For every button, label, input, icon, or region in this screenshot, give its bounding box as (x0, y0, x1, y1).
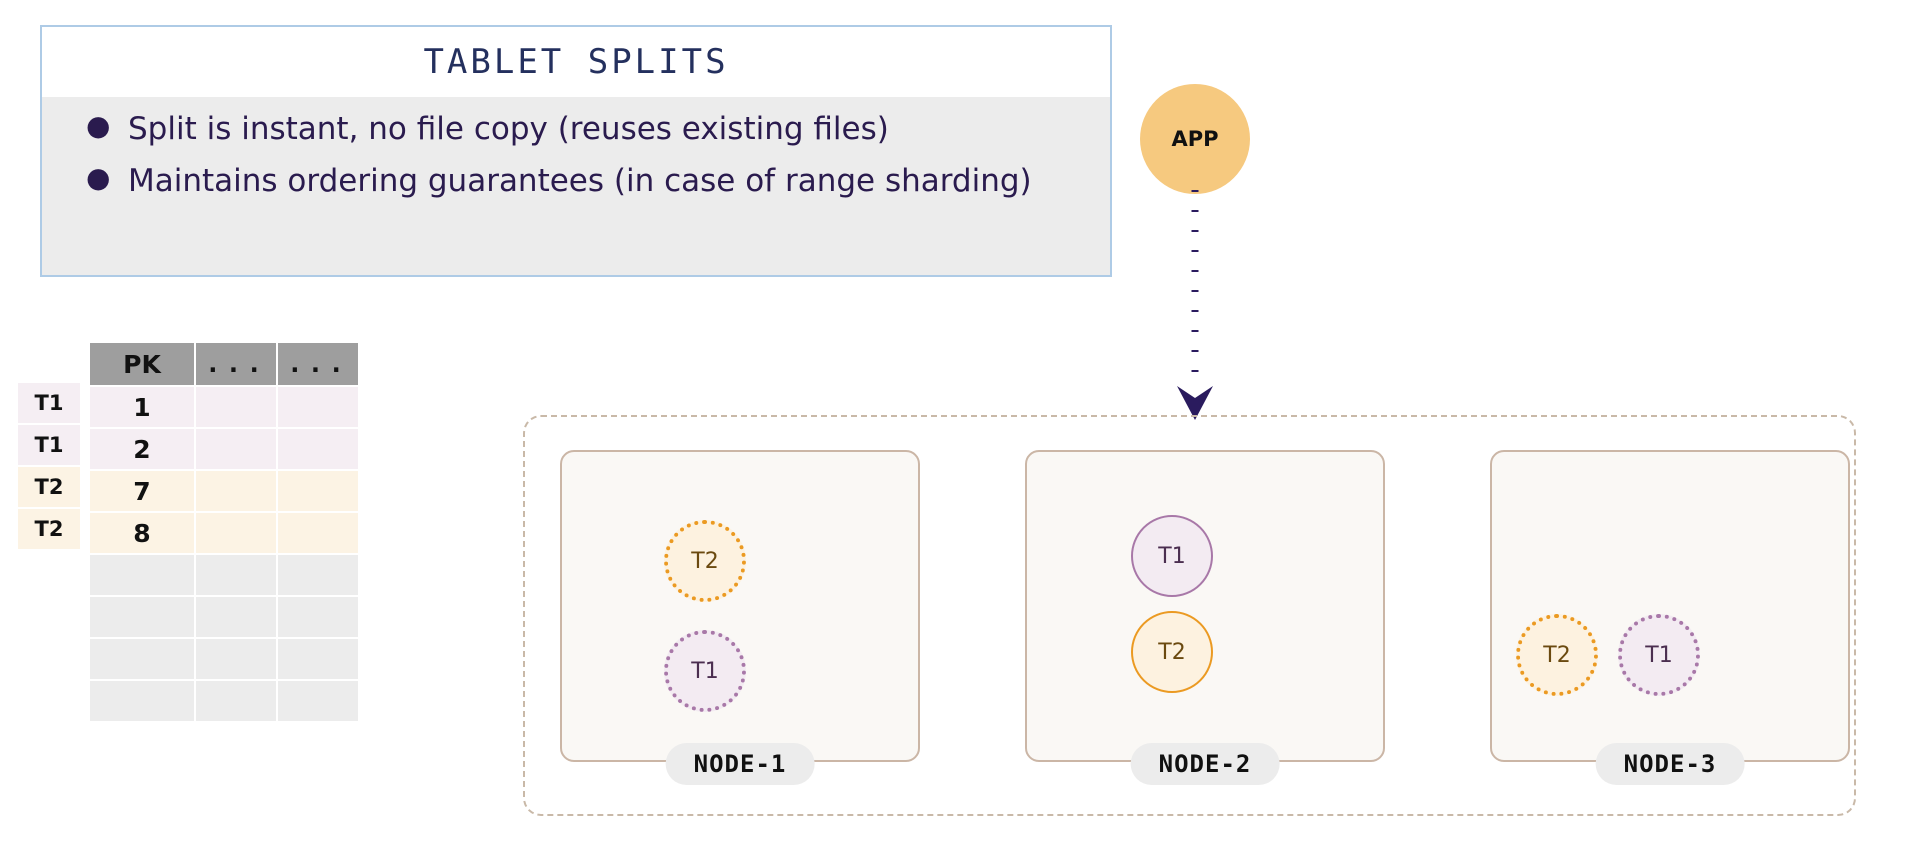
cell-col3 (278, 513, 358, 553)
cell-col3 (278, 597, 358, 637)
tablet-label: T2 (691, 548, 719, 574)
bullet-dot-icon: ● (86, 109, 111, 142)
node-label: NODE-3 (1595, 743, 1745, 785)
table-row (90, 639, 360, 681)
tablet-label: T2 (1543, 642, 1571, 668)
cell-col2 (196, 681, 276, 721)
cell-col3 (278, 471, 358, 511)
table-row: 8 (90, 513, 360, 555)
callout-bullet-list: ● Split is instant, no file copy (reuses… (42, 97, 1110, 207)
cell-col2 (196, 387, 276, 427)
cell-col3 (278, 429, 358, 469)
bullet-dot-icon: ● (86, 161, 111, 194)
cell-pk (90, 597, 194, 637)
node-1: T2 T1 NODE-1 (560, 450, 920, 785)
cell-col2 (196, 639, 276, 679)
cell-pk (90, 555, 194, 595)
tablet-t2: T2 (1131, 611, 1213, 693)
row-tag: T2 (18, 467, 80, 507)
table-row (90, 555, 360, 597)
table-row (90, 597, 360, 639)
tablet-label: T1 (691, 658, 719, 684)
column-header-ellipsis-1: ... (196, 343, 276, 385)
table-header-row: PK ... ... (90, 343, 360, 387)
cell-col3 (278, 681, 358, 721)
cell-pk (90, 681, 194, 721)
tablet-t1: T1 (664, 630, 746, 712)
node-label: NODE-2 (1130, 743, 1280, 785)
tablet-t1: T1 (1131, 515, 1213, 597)
column-header-ellipsis-2: ... (278, 343, 358, 385)
cell-col2 (196, 429, 276, 469)
table-grid: PK ... ... 1 2 7 8 (90, 343, 360, 723)
row-tag: T2 (18, 509, 80, 549)
row-tag-column: T1 T1 T2 T2 (18, 383, 80, 551)
tablet-label: T2 (1158, 639, 1186, 665)
column-header-pk: PK (90, 343, 194, 385)
cell-pk: 7 (90, 471, 194, 511)
tablet-label: T1 (1158, 543, 1186, 569)
cell-pk: 1 (90, 387, 194, 427)
table-row: 2 (90, 429, 360, 471)
row-tag: T1 (18, 383, 80, 423)
cell-pk (90, 639, 194, 679)
tablet-label: T1 (1645, 642, 1673, 668)
cell-col2 (196, 513, 276, 553)
cell-pk: 2 (90, 429, 194, 469)
tablet-splits-callout: TABLET SPLITS ● Split is instant, no fil… (40, 25, 1112, 277)
cell-col3 (278, 387, 358, 427)
callout-title-bar: TABLET SPLITS (42, 27, 1110, 97)
table-row: 1 (90, 387, 360, 429)
tablet-t2: T2 (664, 520, 746, 602)
cell-col2 (196, 471, 276, 511)
bullet-text: Maintains ordering guarantees (in case o… (128, 163, 1032, 199)
cell-col3 (278, 639, 358, 679)
node-2: T1 T2 NODE-2 (1025, 450, 1385, 785)
pk-table: T1 T1 T2 T2 PK ... ... 1 2 7 8 (0, 343, 420, 721)
table-row (90, 681, 360, 723)
cluster-container: T2 T1 NODE-1 T1 T2 NODE-2 T2 T1 NODE-3 (523, 415, 1856, 816)
list-item: ● Maintains ordering guarantees (in case… (42, 155, 1110, 207)
cell-col2 (196, 555, 276, 595)
row-tag: T1 (18, 425, 80, 465)
cell-col3 (278, 555, 358, 595)
cell-col2 (196, 597, 276, 637)
table-row: 7 (90, 471, 360, 513)
list-item: ● Split is instant, no file copy (reuses… (42, 103, 1110, 155)
tablet-t2: T2 (1516, 614, 1598, 696)
app-node-label: APP (1171, 127, 1219, 151)
tablet-t1: T1 (1618, 614, 1700, 696)
bullet-text: Split is instant, no file copy (reuses e… (128, 111, 889, 147)
node-3: T2 T1 NODE-3 (1490, 450, 1850, 785)
node-label: NODE-1 (665, 743, 815, 785)
app-node: APP (1140, 84, 1250, 194)
cell-pk: 8 (90, 513, 194, 553)
page-title: TABLET SPLITS (423, 42, 729, 82)
app-to-cluster-arrow-icon (1177, 190, 1213, 420)
